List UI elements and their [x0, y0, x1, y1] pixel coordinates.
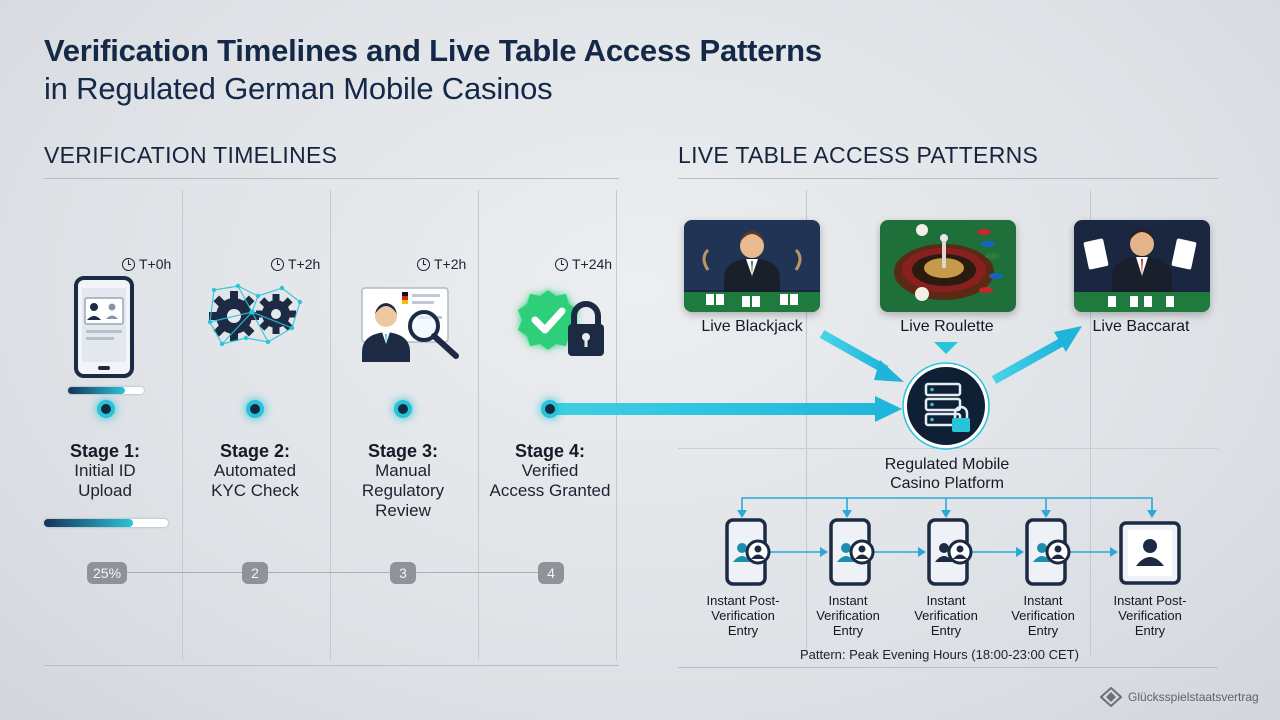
stage-4-badge: 4: [538, 562, 564, 584]
live-baccarat-card[interactable]: [1074, 220, 1210, 312]
right-bottom-divider: [678, 667, 1218, 668]
time-chip-stage-4: T+24h: [555, 256, 612, 272]
stage-1-badge: 25%: [87, 562, 128, 584]
title-line-1: Verification Timelines and Live Table Ac…: [44, 33, 822, 68]
left-bottom-divider: [44, 665, 619, 666]
clock-icon: [417, 257, 430, 271]
device-4-phone-user-icon: [1025, 518, 1071, 586]
watermark: Glücksspielstaatsvertrag: [1100, 687, 1259, 707]
pattern-note: Pattern: Peak Evening Hours (18:00-23:00…: [800, 647, 1079, 662]
badge-connector-line: [108, 572, 558, 573]
upload-progress-track: [68, 387, 144, 394]
verification-timelines-heading: VERIFICATION TIMELINES: [44, 142, 338, 168]
smartphone-id-icon: [74, 276, 134, 378]
page-title: Verification Timelines and Live Table Ac…: [44, 32, 822, 108]
blackjack-dealer-icon: [684, 220, 820, 312]
timeline-node-stage-2: [246, 400, 264, 418]
regulator-logo-icon: [1100, 687, 1122, 707]
time-chip-stage-2: T+2h: [271, 256, 320, 272]
server-lock-icon: [902, 362, 990, 450]
stage-3-label: Stage 3: Manual Regulatory Review: [361, 441, 445, 520]
device-3-label: Instant Verification Entry: [914, 593, 978, 638]
clock-icon: [271, 257, 284, 271]
stage-progress-track: [44, 519, 168, 527]
live-blackjack-card[interactable]: [684, 220, 820, 312]
gears-network-icon: [208, 283, 303, 347]
title-line-2: in Regulated German Mobile Casinos: [44, 71, 553, 106]
grid-line: [478, 190, 479, 660]
grid-line: [330, 190, 331, 660]
clock-icon: [122, 257, 135, 271]
stage-progress-fill: [44, 519, 134, 527]
device-distribution-lines: [737, 497, 1157, 557]
game-flow-arrows: [819, 326, 1082, 384]
stage-2-badge: 2: [242, 562, 268, 584]
live-table-heading: LIVE TABLE ACCESS PATTERNS: [678, 142, 1039, 168]
timeline-node-stage-4: [541, 400, 559, 418]
live-blackjack-label: Live Blackjack: [701, 318, 803, 335]
platform-label: Regulated Mobile Casino Platform: [884, 456, 1010, 492]
baccarat-dealer-icon: [1074, 220, 1210, 312]
stage-2-label: Stage 2: Automated KYC Check: [211, 441, 299, 500]
time-chip-stage-3: T+2h: [417, 256, 466, 272]
grid-line: [616, 190, 617, 660]
time-chip-stage-1: T+0h: [122, 256, 171, 272]
grid-line: [1090, 190, 1091, 655]
live-roulette-label: Live Roulette: [900, 318, 994, 335]
timeline-track: [106, 396, 902, 422]
grid-line: [806, 190, 807, 655]
live-roulette-card[interactable]: [880, 220, 1016, 312]
stage-3-badge: 3: [390, 562, 416, 584]
timeline-node-stage-1: [97, 400, 115, 418]
reviewer-magnifier-icon: [361, 287, 459, 362]
device-5-label: Instant Post- Verification Entry: [1113, 593, 1187, 638]
stage-4-label: Stage 4: Verified Access Granted: [489, 441, 611, 500]
timeline-node-stage-3: [394, 400, 412, 418]
device-5-tablet-user-icon: [1119, 521, 1181, 585]
right-divider: [678, 178, 1218, 179]
device-4-label: Instant Verification Entry: [1011, 593, 1075, 638]
verified-lock-icon: [518, 290, 604, 356]
device-2-label: Instant Verification Entry: [816, 593, 880, 638]
device-1-label: Instant Post- Verification Entry: [706, 593, 780, 638]
left-divider: [44, 178, 619, 179]
roulette-wheel-icon: [880, 220, 1016, 312]
upload-progress-fill: [68, 387, 125, 394]
grid-line: [182, 190, 183, 660]
stage-1-label: Stage 1: Initial ID Upload: [69, 441, 141, 500]
live-baccarat-label: Live Baccarat: [1092, 318, 1190, 335]
device-2-phone-user-icon: [829, 518, 875, 586]
clock-icon: [555, 257, 568, 271]
device-3-phone-user-icon: [927, 518, 973, 586]
device-1-phone-user-icon: [725, 518, 771, 586]
